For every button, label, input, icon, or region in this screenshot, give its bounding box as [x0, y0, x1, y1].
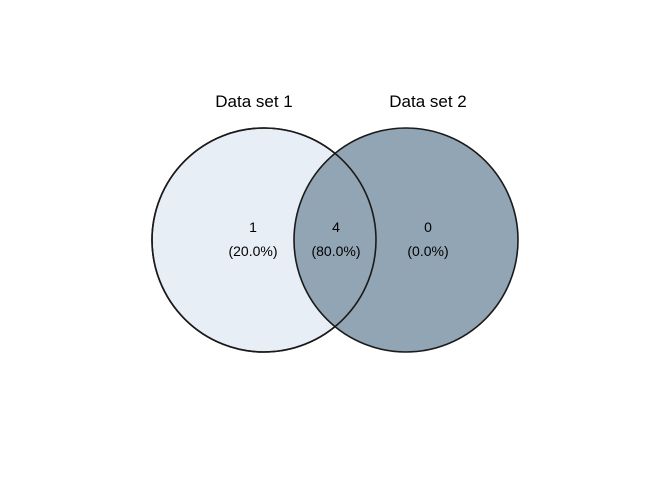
- set-label-data-set-1: Data set 1: [215, 92, 293, 111]
- region-count-left-only: 1: [249, 219, 257, 235]
- region-percent-intersection: (80.0%): [311, 243, 360, 259]
- region-percent-left-only: (20.0%): [228, 243, 277, 259]
- set-circle-data-set-1-outline: [151, 127, 377, 353]
- region-count-right-only: 0: [424, 219, 432, 235]
- set-label-data-set-2: Data set 2: [389, 92, 467, 111]
- region-percent-right-only: (0.0%): [407, 243, 448, 259]
- set-circle-data-set-2[interactable]: [293, 127, 519, 353]
- region-count-intersection: 4: [332, 219, 340, 235]
